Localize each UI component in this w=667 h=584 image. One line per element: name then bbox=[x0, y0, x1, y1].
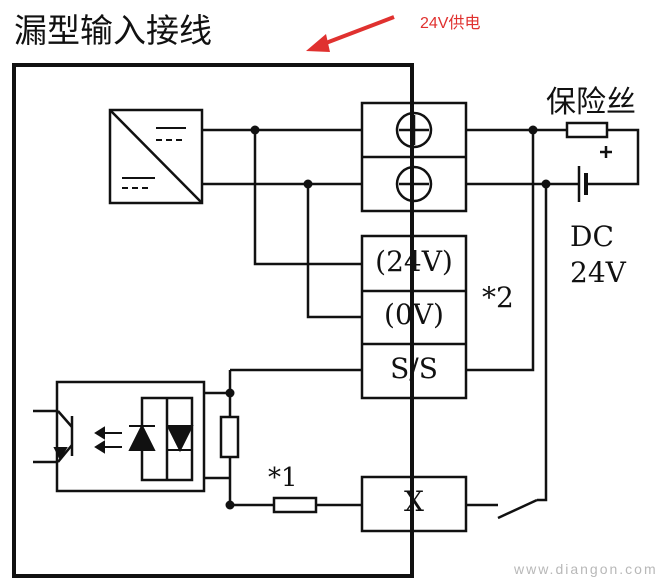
terminal-x-label: X bbox=[404, 485, 424, 518]
terminal-24v-label: (24V) bbox=[375, 245, 453, 278]
terminal-ss-label: S/S bbox=[390, 352, 438, 385]
fuse-symbol bbox=[565, 121, 609, 139]
terminal-block-lower bbox=[360, 234, 468, 400]
dc-voltage-label: 24V bbox=[570, 256, 626, 289]
watermark: www.diangon.com bbox=[514, 561, 658, 577]
diagram-title: 漏型输入接线 bbox=[14, 11, 212, 50]
dc-label: DC bbox=[570, 220, 614, 253]
optocoupler-input-circuit bbox=[33, 368, 362, 507]
footnote-star2: *2 bbox=[482, 281, 514, 314]
power-supply-module bbox=[108, 108, 204, 205]
supply-note: 24V供电 bbox=[420, 15, 481, 32]
input-switch-symbol bbox=[497, 498, 538, 520]
supply-arrow bbox=[306, 15, 395, 52]
external-wiring bbox=[466, 128, 640, 507]
plc-enclosure bbox=[12, 63, 414, 578]
footnote-star1: *1 bbox=[268, 463, 298, 493]
fuse-label: 保险丝 bbox=[546, 85, 636, 120]
optocoupler-detail bbox=[53, 423, 194, 461]
internal-wiring bbox=[202, 128, 362, 319]
terminal-block-upper bbox=[360, 101, 468, 213]
resistor-series bbox=[272, 496, 318, 514]
terminal-0v-label: (0V) bbox=[384, 298, 444, 331]
dc-battery-symbol bbox=[577, 146, 612, 202]
